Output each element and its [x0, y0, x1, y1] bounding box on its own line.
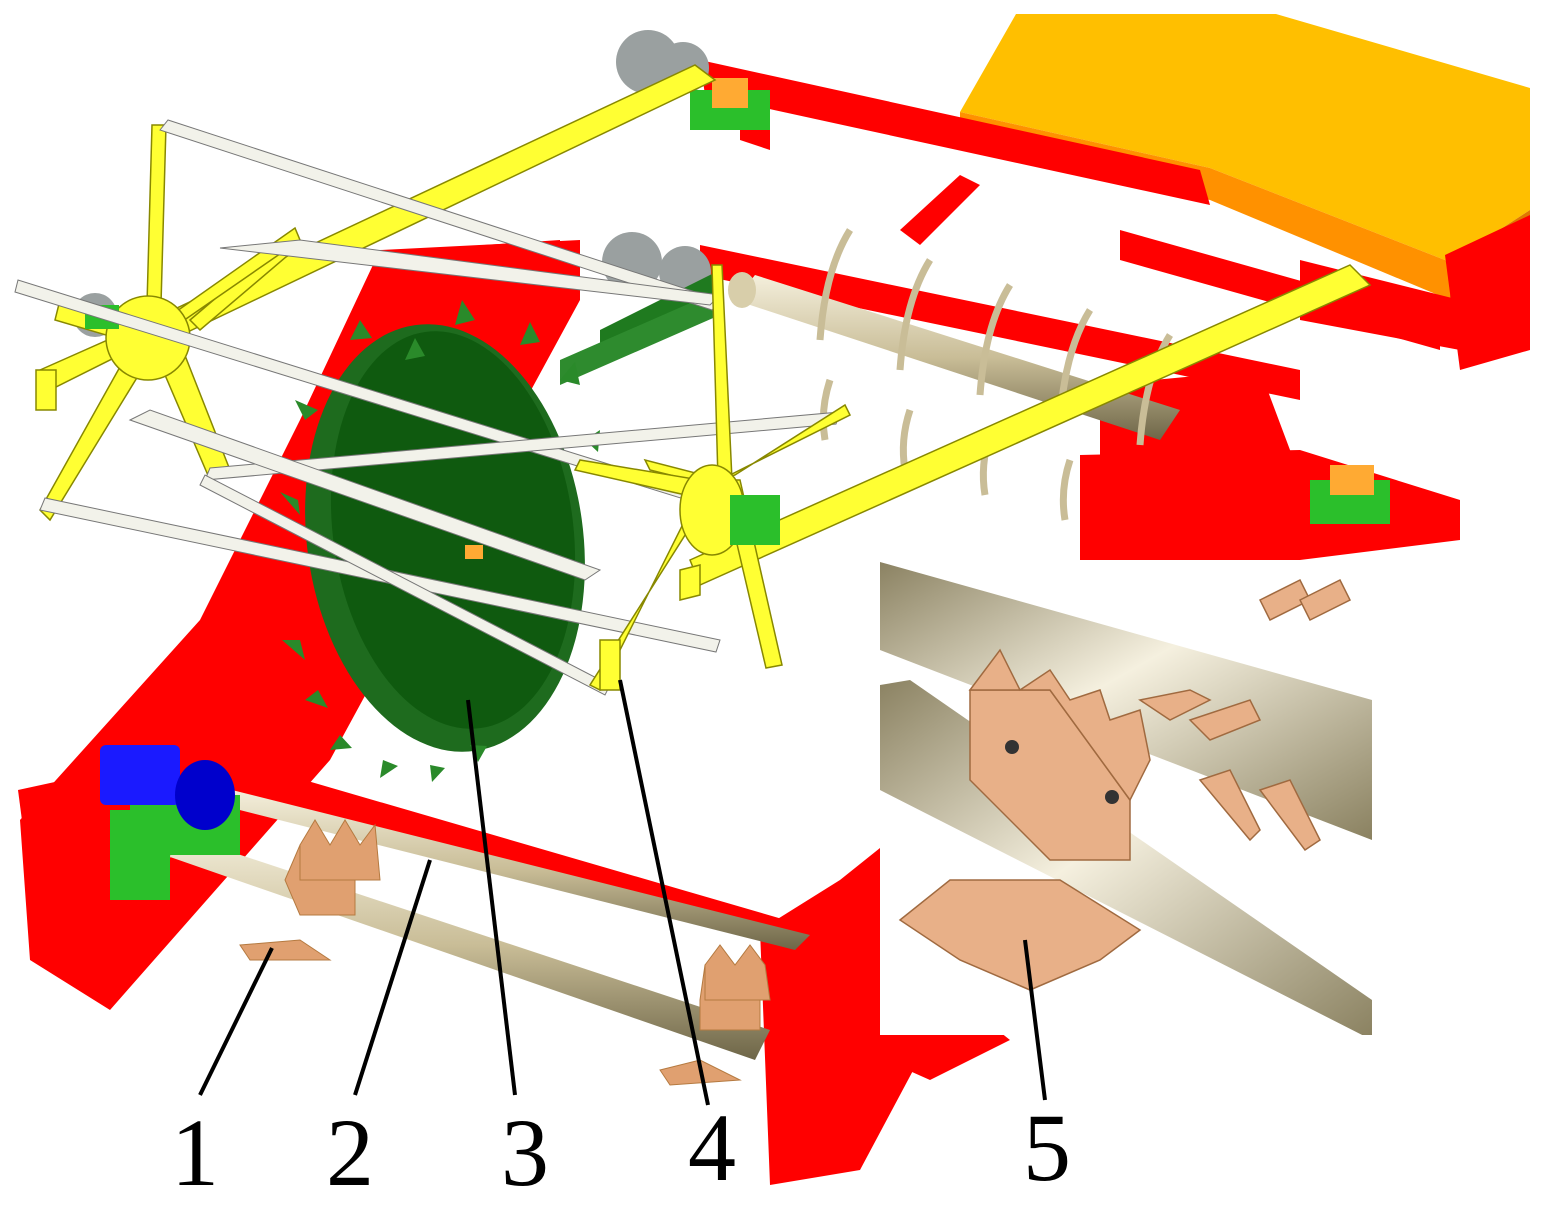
callout-1: 1: [171, 1099, 219, 1205]
reel-bars: [14, 119, 841, 696]
detail-inset: [880, 560, 1372, 1035]
reel-right: [573, 264, 852, 692]
callout-2: 2: [326, 1099, 374, 1205]
leader-line-2: [353, 859, 432, 1096]
callout-5: 5: [1023, 1094, 1071, 1201]
leader-line-5: [1023, 939, 1047, 1101]
callout-labels: 1 2 3 4 5: [171, 1094, 1071, 1205]
leader-line-4: [618, 679, 710, 1106]
motor: [100, 745, 235, 830]
callout-4: 4: [688, 1094, 736, 1201]
rear-drive: [560, 30, 1390, 524]
callout-3: 3: [501, 1099, 549, 1205]
leader-lines: [198, 679, 1047, 1106]
leader-line-3: [466, 699, 517, 1096]
lower-rollers: [100, 745, 810, 1086]
leader-line-1: [198, 947, 274, 1096]
